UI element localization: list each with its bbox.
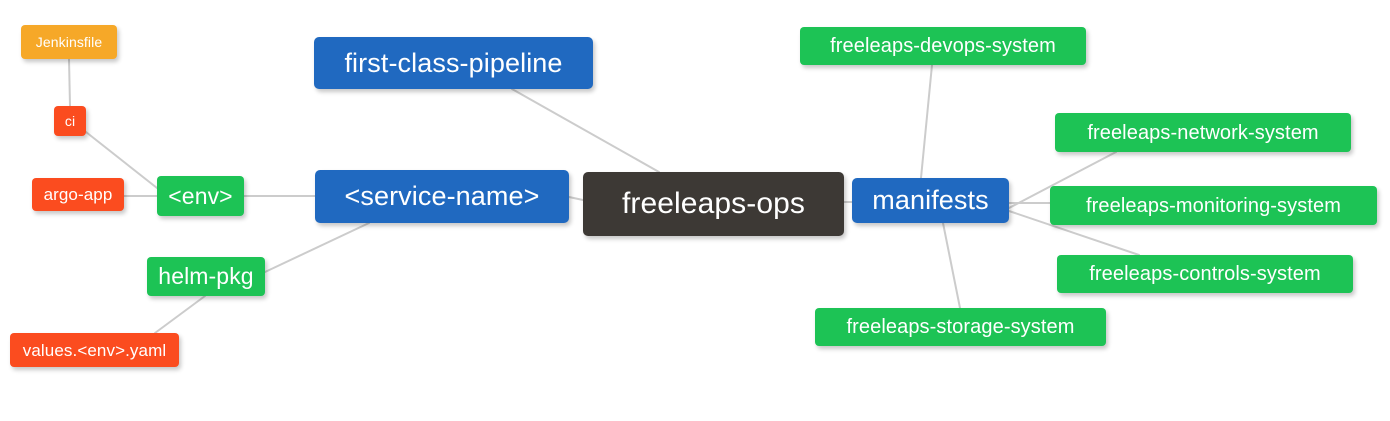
mindmap-node-manifests[interactable]: manifests [852, 178, 1009, 223]
mindmap-node-env[interactable]: <env> [157, 176, 244, 216]
edge-service-name-to-freeleaps-ops [568, 196, 584, 201]
edge-jenkinsfile-to-ci [68, 58, 71, 107]
mindmap-node-freeleaps-ops[interactable]: freeleaps-ops [583, 172, 844, 236]
mindmap-node-freeleaps-storage-system[interactable]: freeleaps-storage-system [815, 308, 1106, 346]
edge-manifests-to-freeleaps-storage-system [942, 222, 961, 309]
mindmap-node-freeleaps-controls-system[interactable]: freeleaps-controls-system [1057, 255, 1353, 293]
edge-first-class-pipeline-to-freeleaps-ops [511, 88, 660, 173]
mindmap-node-ci[interactable]: ci [54, 106, 86, 136]
mindmap-node-freeleaps-monitoring-system[interactable]: freeleaps-monitoring-system [1050, 186, 1377, 225]
mindmap-node-freeleaps-devops-system[interactable]: freeleaps-devops-system [800, 27, 1086, 65]
mindmap-node-values-env-yaml[interactable]: values.<env>.yaml [10, 333, 179, 367]
mindmap-node-argo-app[interactable]: argo-app [32, 178, 124, 211]
edge-helm-pkg-to-service-name [264, 222, 370, 273]
edge-values-env-yaml-to-helm-pkg [154, 295, 206, 334]
edge-freeleaps-devops-system-to-manifests [920, 64, 933, 179]
mindmap-node-jenkinsfile[interactable]: Jenkinsfile [21, 25, 117, 59]
mindmap-node-freeleaps-network-system[interactable]: freeleaps-network-system [1055, 113, 1351, 152]
mindmap-node-service-name[interactable]: <service-name> [315, 170, 569, 223]
mindmap-node-first-class-pipeline[interactable]: first-class-pipeline [314, 37, 593, 89]
mindmap-node-helm-pkg[interactable]: helm-pkg [147, 257, 265, 296]
